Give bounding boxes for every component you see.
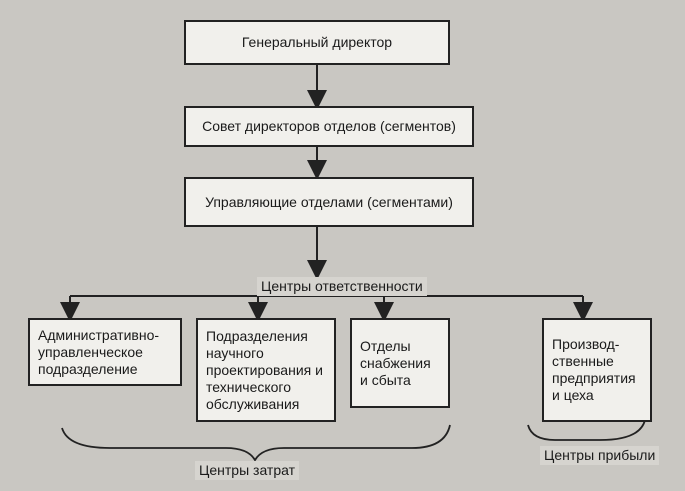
production-box: Производ-ственные предприятия и цеха [542,318,652,422]
admin-box: Административно-управленческое подраздел… [28,318,182,386]
research-label: Подразделения научного проектирования и … [206,327,323,412]
admin-label: Административно-управленческое подраздел… [38,326,160,377]
cost-centers-label: Центры затрат [195,461,300,480]
board-box: Совет директоров отделов (сегментов) [184,106,474,147]
board-label: Совет директоров отделов (сегментов) [202,118,456,134]
general-director-box: Генеральный директор [184,20,450,65]
supply-label: Отделы снабжения и сбыта [360,337,431,388]
responsibility-centers-label: Центры ответственности [257,277,427,296]
supply-box: Отделы снабжения и сбыта [350,318,450,408]
profit-centers-label: Центры прибыли [540,446,660,465]
general-director-label: Генеральный директор [241,34,393,50]
managers-box: Управляющие отделами (сегментами) [184,177,474,227]
cost-centers-brace [61,424,451,462]
managers-label: Управляющие отделами (сегментами) [205,193,453,210]
production-label: Производ-ственные предприятия и цеха [552,336,636,403]
research-box: Подразделения научного проектирования и … [196,318,336,422]
profit-centers-brace [527,419,646,441]
